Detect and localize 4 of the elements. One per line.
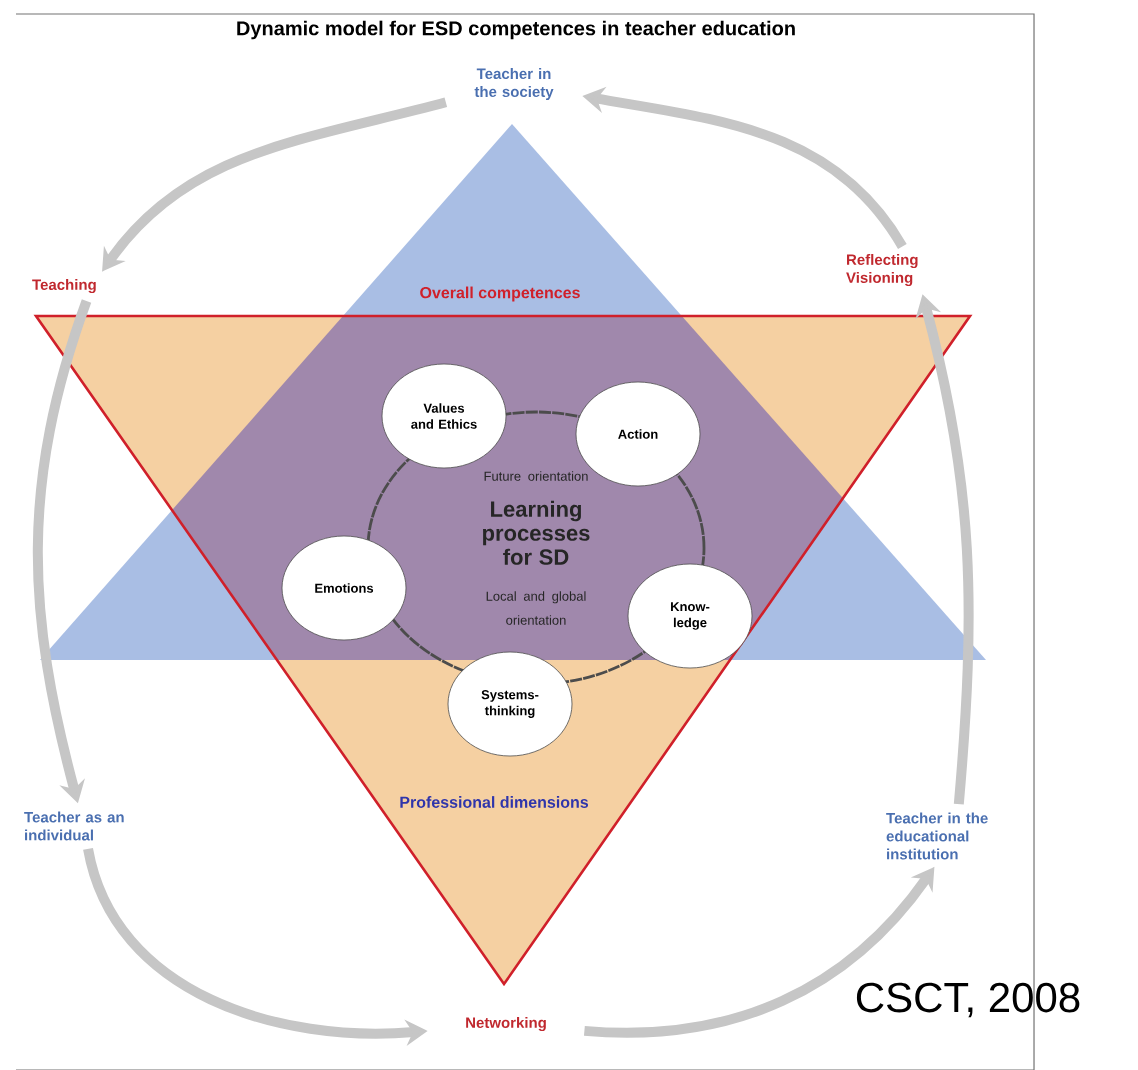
source-note: CSCT, 2008 (856, 982, 1080, 1018)
title: Dynamic model for ESD competences in teacher education (237, 20, 795, 40)
section-label: Professional dimensions (400, 796, 589, 808)
section-label: Overall competences (420, 286, 580, 302)
